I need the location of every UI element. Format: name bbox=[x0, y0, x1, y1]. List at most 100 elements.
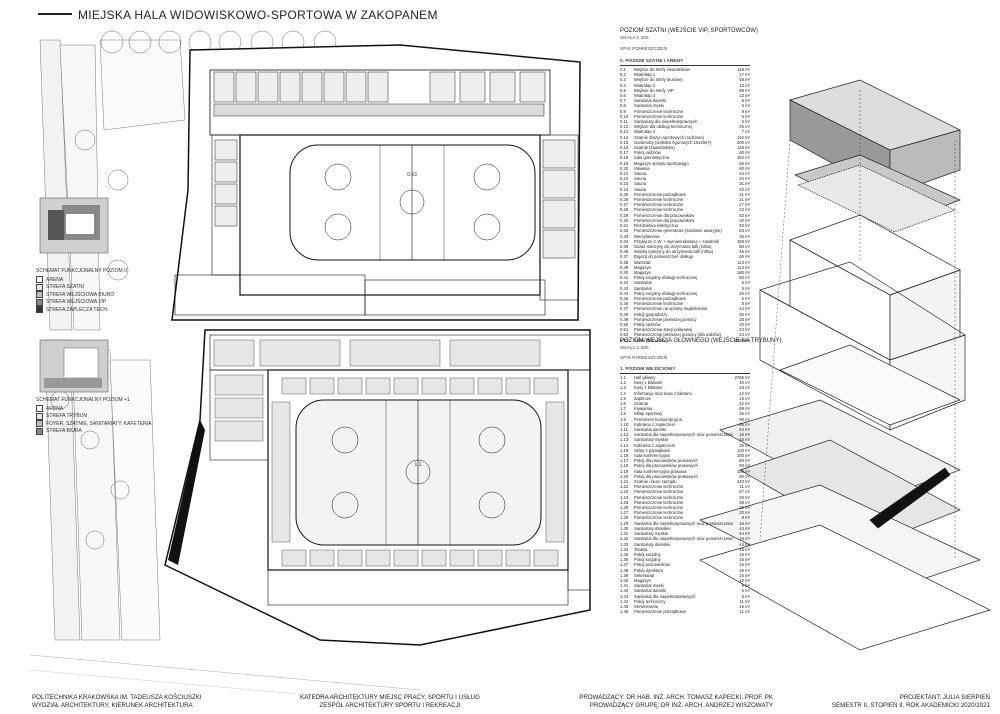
room-area: 13 m² bbox=[739, 93, 750, 99]
room-area: 20 m² bbox=[739, 217, 750, 223]
room-number: 1.39 bbox=[620, 572, 629, 578]
room-number: 0.35 bbox=[620, 243, 629, 249]
legend-item: ARENA bbox=[36, 405, 151, 413]
room-number: 1.30 bbox=[620, 525, 629, 531]
room-number: 1.6 bbox=[620, 401, 626, 407]
room-row: 0.36 Wnęka maszyny do utrzymania tafli (r… bbox=[620, 249, 750, 254]
room-area: 5 m² bbox=[741, 295, 750, 301]
room-name: Pokój dla pracowników prasowych bbox=[634, 463, 698, 469]
room-area: 5 m² bbox=[741, 103, 750, 109]
room-name: Sanitariat męski bbox=[634, 583, 664, 589]
room-name: Wentylatornia bbox=[634, 233, 660, 239]
room-area: 24 m² bbox=[739, 332, 750, 338]
room-name: Pomieszczenie porządkowe bbox=[634, 609, 686, 615]
room-number: 0.36 bbox=[620, 249, 629, 255]
room-number: 0.19 bbox=[620, 160, 629, 166]
room-name: Sklep sportowy bbox=[634, 411, 663, 417]
schema-level0-diagram bbox=[39, 197, 109, 254]
room-name: Pomieszczenie techniczne bbox=[634, 113, 684, 119]
level0-group-header: 0. POZIOM SZATNI I ARENY bbox=[620, 59, 684, 64]
room-number: 0.31 bbox=[620, 223, 629, 229]
room-number: 1.26 bbox=[620, 505, 629, 511]
schema-level1-diagram bbox=[39, 339, 109, 393]
room-name: Wiatrołap 1 bbox=[634, 72, 656, 78]
room-number: 0.45 bbox=[620, 295, 629, 301]
room-name: Sanitariat bbox=[634, 280, 652, 286]
legend-item: STREFA WEJŚCIOWA VIP bbox=[36, 298, 127, 307]
room-name: Rozdzielnia elektryczna bbox=[634, 223, 678, 229]
room-area: 20 m² bbox=[739, 505, 750, 511]
room-name: Pomieszczenie techniczne bbox=[634, 202, 684, 208]
room-number: 1.7 bbox=[620, 406, 626, 412]
room-name: Pokój dla pracowników prasowych bbox=[634, 473, 698, 479]
room-area: 16 m² bbox=[739, 432, 750, 438]
room-area: 2565 m² bbox=[734, 337, 750, 343]
room-area: 23 m² bbox=[739, 327, 750, 333]
room-number: 1.28 bbox=[620, 515, 629, 521]
level0-list-title: SPIS POMIESZCZEŃ bbox=[620, 47, 667, 52]
room-name: Pomieszczenie techniczne bbox=[634, 207, 684, 213]
room-name: Szatnie drużyn sportowych (rodzinne) bbox=[634, 134, 705, 140]
room-name: Pomieszczenie porządkowe bbox=[634, 191, 686, 197]
room-number: 0.23 bbox=[620, 181, 629, 187]
room-name: Pokój dyrektora bbox=[634, 567, 664, 573]
room-number: 0.11 bbox=[620, 119, 628, 125]
room-number: 1.8 bbox=[620, 411, 626, 417]
supervisor-name: PROWADZĄCY: DR HAB. INŻ. ARCH. TOMASZ KA… bbox=[579, 694, 773, 701]
room-name: Sala konferencyjna bbox=[634, 453, 670, 459]
room-name: Wiatrołap 2 bbox=[634, 82, 656, 88]
room-name: Pomieszczenie porządkowe bbox=[634, 295, 686, 301]
schema0-title: SCHEMAT FUNKCJONALNY POZIOM 0 bbox=[36, 268, 127, 274]
room-number: 0.49 bbox=[620, 316, 629, 322]
room-number: 1.23 bbox=[620, 489, 629, 495]
room-area: 31 m² bbox=[739, 181, 750, 187]
room-name: Sanitariat damski bbox=[634, 588, 667, 594]
room-number: 0.53 bbox=[620, 337, 629, 343]
room-area: 16 m² bbox=[739, 546, 750, 552]
room-area: 45 m² bbox=[739, 249, 750, 255]
room-area: 142 m² bbox=[736, 134, 750, 140]
title-accent-bar bbox=[38, 13, 72, 15]
room-number: 1.22 bbox=[620, 484, 629, 490]
room-number: 1.37 bbox=[620, 562, 629, 568]
room-area: 18 m² bbox=[739, 567, 750, 573]
room-name: Magazyn sprzętu sportowego bbox=[634, 160, 689, 166]
room-number: 1.40 bbox=[620, 577, 629, 583]
room-name: Magazyn bbox=[634, 577, 651, 583]
room-name: Pomieszczenie techniczne bbox=[634, 494, 684, 500]
room-name: Wnęka maszyny do utrzymania tafli (rolba… bbox=[634, 249, 714, 255]
room-number: 0.27 bbox=[620, 202, 629, 208]
room-area: 20 m² bbox=[739, 321, 750, 327]
room-area: 20 m² bbox=[739, 494, 750, 500]
room-area: 38 m² bbox=[739, 499, 750, 505]
room-name: Sanitariaty męskie bbox=[634, 531, 669, 537]
room-area: 11 m² bbox=[739, 484, 750, 490]
schema0-legend: SCHEMAT FUNKCJONALNY POZIOM 0 ARENA STRE… bbox=[36, 268, 127, 314]
room-number: 1.41 bbox=[620, 583, 629, 589]
room-number: 0.46 bbox=[620, 301, 629, 307]
room-number: 0.42 bbox=[620, 280, 629, 286]
room-area: 90 m² bbox=[739, 416, 750, 422]
level0-divider bbox=[620, 65, 750, 66]
room-name: Pomieszczenie techniczne bbox=[634, 489, 684, 495]
legend-item: STREFA BIURA bbox=[36, 427, 151, 436]
room-name: Hall główny bbox=[634, 375, 656, 380]
